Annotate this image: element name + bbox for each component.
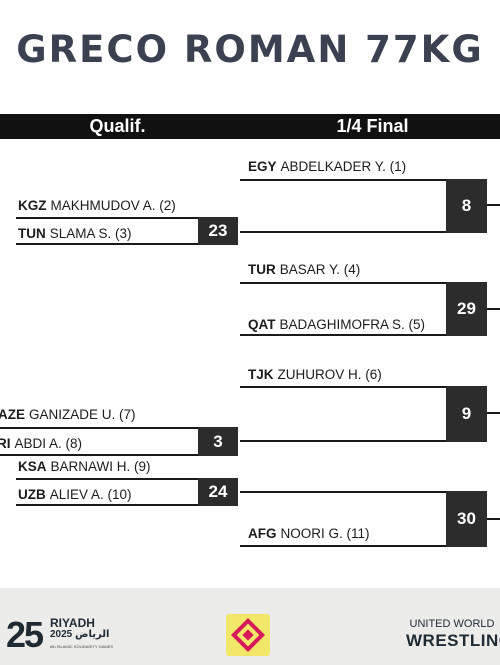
country-code: EGY xyxy=(248,159,277,174)
bracket-line xyxy=(240,179,446,181)
round-header-bar xyxy=(0,114,500,139)
athlete-entry: AZE GANIZADE U. (7) xyxy=(0,406,136,424)
bracket-line xyxy=(487,518,500,520)
bracket-line xyxy=(0,427,198,429)
round-label-quarter-final: 1/4 Final xyxy=(336,116,409,136)
bracket-line xyxy=(240,282,446,284)
athlete-name: BADAGHIMOFRA S. (5) xyxy=(279,317,426,332)
athlete-name: BASAR Y. (4) xyxy=(279,262,361,277)
country-code: AZE xyxy=(0,407,25,422)
bracket-line xyxy=(487,204,500,206)
country-code: UZB xyxy=(18,487,46,502)
qualif-score: 3 xyxy=(198,427,238,456)
bracket-line xyxy=(0,454,198,456)
country-code: RI xyxy=(0,436,11,451)
athlete-name: ZUHUROV H. (6) xyxy=(277,367,382,382)
qualif-score: 23 xyxy=(198,217,238,245)
riyadh-logo-number: 25 xyxy=(6,614,44,655)
riyadh-logo-city: RIYADH xyxy=(50,616,95,630)
uww-logo-bottom: WRESTLING xyxy=(406,631,500,650)
bracket-line xyxy=(16,478,198,480)
riyadh-logo-subtitle: 6th ISLAMIC SOLIDARITY GAMES xyxy=(50,644,114,649)
riyadh-logo-arabic: الرياض 2025 xyxy=(50,629,110,640)
qualif-score: 24 xyxy=(198,478,238,506)
country-code: TUN xyxy=(18,226,46,241)
country-code: TJK xyxy=(248,367,274,382)
bracket-line xyxy=(16,504,198,506)
athlete-name: SLAMA S. (3) xyxy=(49,226,132,241)
country-code: KGZ xyxy=(18,198,47,213)
riyadh-2025-logo: 25 RIYADH الرياض 2025 6th ISLAMIC SOLIDA… xyxy=(6,614,116,658)
bracket-line xyxy=(240,231,446,233)
bracket-line xyxy=(16,243,198,245)
country-code: KSA xyxy=(18,459,47,474)
games-emblem-icon xyxy=(226,614,270,656)
athlete-name: ABDELKADER Y. (1) xyxy=(280,159,407,174)
quarter-final-score: 8 xyxy=(446,179,487,233)
athlete-name: MAKHMUDOV A. (2) xyxy=(50,198,176,213)
athlete-name: GANIZADE U. (7) xyxy=(29,407,136,422)
country-code: AFG xyxy=(248,526,277,541)
page-title: GRECO ROMAN 77KG xyxy=(16,28,484,71)
country-code: QAT xyxy=(248,317,276,332)
bracket-line xyxy=(487,412,500,414)
bracket-line xyxy=(240,491,446,493)
athlete-name: BARNAWI H. (9) xyxy=(50,459,151,474)
bracket-line xyxy=(240,440,446,442)
athlete-name: ALIEV A. (10) xyxy=(49,487,132,502)
athlete-name: NOORI G. (11) xyxy=(280,526,370,541)
quarter-final-score: 9 xyxy=(446,386,487,442)
quarter-final-score: 30 xyxy=(446,491,487,547)
quarter-final-score: 29 xyxy=(446,282,487,336)
country-code: TUR xyxy=(248,262,276,277)
uww-logo-top: UNITED WORLD xyxy=(409,618,495,630)
athlete-name: ABDI A. (8) xyxy=(14,436,83,451)
bracket-line xyxy=(487,308,500,310)
united-world-wrestling-logo: UNITED WORLD WRESTLING xyxy=(406,618,500,654)
bracket-line xyxy=(240,545,446,547)
bracket-line xyxy=(240,334,486,336)
round-label-qualif: Qualif. xyxy=(89,116,146,136)
bracket-line xyxy=(240,386,446,388)
bracket-line xyxy=(16,217,198,219)
